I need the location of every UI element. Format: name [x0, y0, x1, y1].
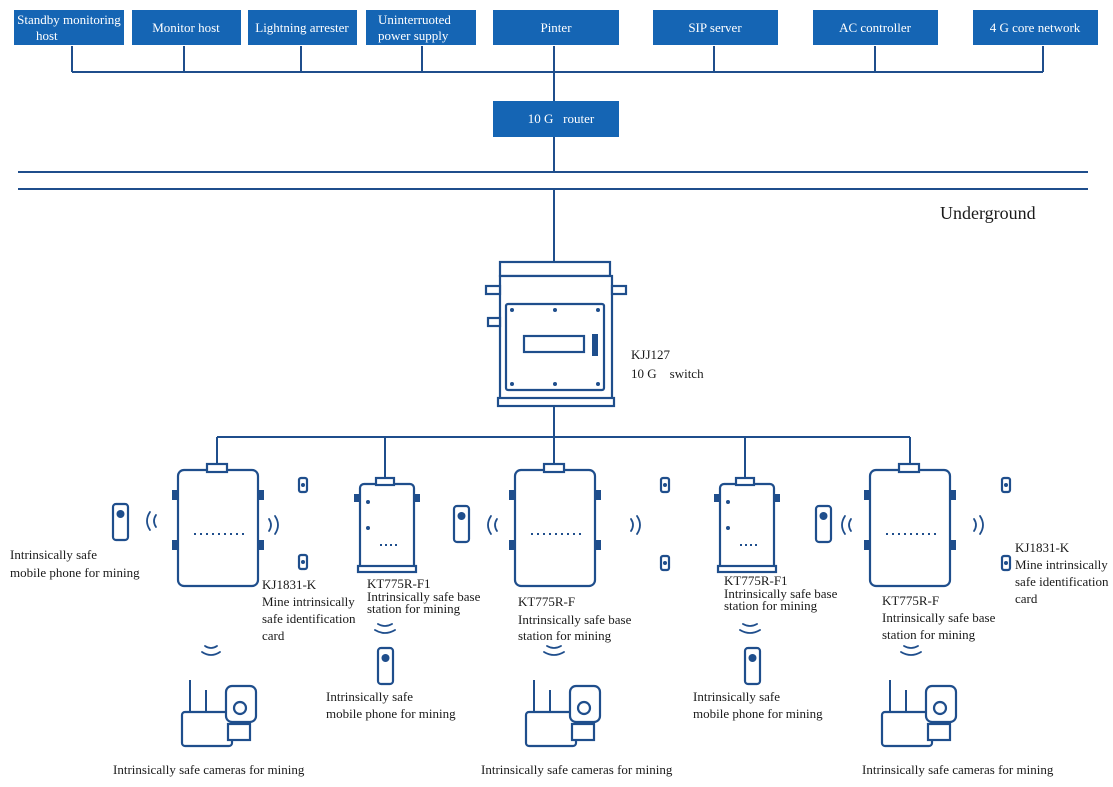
box-label: 4 G core network	[990, 20, 1081, 35]
base-station-4-desc-2: station for mining	[882, 627, 976, 642]
base-station-large-3-icon	[864, 462, 956, 588]
base-station-small-2-icon	[714, 476, 780, 574]
kjj127-switch-icon	[484, 260, 628, 408]
box-label-line1: Standby monitoring	[17, 12, 121, 27]
base-station-3-desc-1: Intrinsically safe base	[724, 586, 838, 601]
mobile-phone-icon	[376, 646, 395, 686]
surface-bus-lines	[18, 46, 1088, 262]
mobile-phone-icon	[743, 646, 762, 686]
surface-box-ups: Uninterruoted power supply	[366, 10, 476, 45]
surface-box-printer: Pinter	[493, 10, 619, 45]
id-card-icon	[659, 476, 671, 494]
id-card-right-desc-3: card	[1015, 591, 1038, 606]
camera-icon-3	[880, 680, 958, 748]
box-label: Monitor host	[152, 20, 220, 35]
box-label: Lightning arrester	[255, 20, 349, 35]
phone-left-label-2: mobile phone for mining	[10, 565, 140, 580]
base-station-4-desc-1: Intrinsically safe base	[882, 610, 996, 625]
camera-label-3: Intrinsically safe cameras for mining	[862, 762, 1054, 777]
id-card-right-model: KJ1831-K	[1015, 540, 1070, 555]
switch-model: KJJ127	[631, 347, 671, 362]
box-label-line2: power supply	[378, 28, 449, 43]
mobile-phone-icon	[452, 504, 471, 544]
box-label: AC controller	[839, 20, 912, 35]
id-card-icon	[1000, 476, 1012, 494]
base-station-small-1-icon	[354, 476, 420, 574]
base-station-2-desc-2: station for mining	[518, 628, 612, 643]
surface-box-4g-core-network: 4 G core network	[973, 10, 1098, 45]
box-label: SIP server	[688, 20, 742, 35]
box-label: Pinter	[540, 20, 572, 35]
id-card-icon	[659, 554, 671, 572]
id-card-left-model: KJ1831-K	[262, 577, 317, 592]
id-card-right-desc-2: safe identification	[1015, 574, 1109, 589]
base-station-3-desc-2: station for mining	[724, 598, 818, 613]
underground-label: Underground	[940, 203, 1036, 223]
camera-label-2: Intrinsically safe cameras for mining	[481, 762, 673, 777]
id-card-right-desc-1: Mine intrinsically	[1015, 557, 1108, 572]
id-card-icon	[297, 553, 309, 571]
phone-mid1-label-2: mobile phone for mining	[326, 706, 456, 721]
surface-box-ac-controller: AC controller	[813, 10, 938, 45]
phone-mid2-label-2: mobile phone for mining	[693, 706, 823, 721]
phone-mid1-label-1: Intrinsically safe	[326, 689, 413, 704]
id-card-icon	[297, 476, 309, 494]
base-station-large-2-icon	[509, 462, 601, 588]
base-station-1-model: KT775R-F1	[367, 576, 431, 591]
base-station-1-desc-2: station for mining	[367, 601, 461, 616]
camera-icon-2	[524, 680, 602, 748]
switch-name: 10 G switch	[631, 366, 704, 381]
wireless-wave-icons	[146, 511, 984, 656]
mobile-phone-icon	[814, 504, 833, 544]
router-label: 10 G router	[528, 111, 595, 126]
surface-box-sip-server: SIP server	[653, 10, 778, 45]
mobile-phone-icon	[111, 502, 130, 542]
surface-box-standby-monitoring-host: Standby monitoring host	[14, 10, 124, 45]
surface-box-lightning-arrester: Lightning arrester	[248, 10, 357, 45]
phone-icons	[111, 502, 833, 686]
box-label-line2: host	[36, 28, 58, 43]
box-label-line1: Uninterruoted	[378, 12, 451, 27]
phone-left-label-1: Intrinsically safe	[10, 547, 97, 562]
base-station-1-desc-1: Intrinsically safe base	[367, 589, 481, 604]
camera-label-1: Intrinsically safe cameras for mining	[113, 762, 305, 777]
router-box: 10 G router	[493, 101, 619, 137]
id-card-left-desc-2: safe identification	[262, 611, 356, 626]
camera-icon-1	[180, 680, 258, 748]
base-station-3-model: KT775R-F1	[724, 573, 788, 588]
surface-box-monitor-host: Monitor host	[132, 10, 241, 45]
underground-bus-lines	[216, 406, 911, 480]
base-station-2-model: KT775R-F	[518, 594, 575, 609]
phone-mid2-label-1: Intrinsically safe	[693, 689, 780, 704]
id-card-left-desc-1: Mine intrinsically	[262, 594, 355, 609]
base-station-2-desc-1: Intrinsically safe base	[518, 612, 632, 627]
id-card-icons	[297, 476, 1012, 572]
base-station-large-1-icon	[172, 462, 264, 588]
id-card-left-desc-3: card	[262, 628, 285, 643]
base-station-4-model: KT775R-F	[882, 593, 939, 608]
id-card-icon	[1000, 554, 1012, 572]
